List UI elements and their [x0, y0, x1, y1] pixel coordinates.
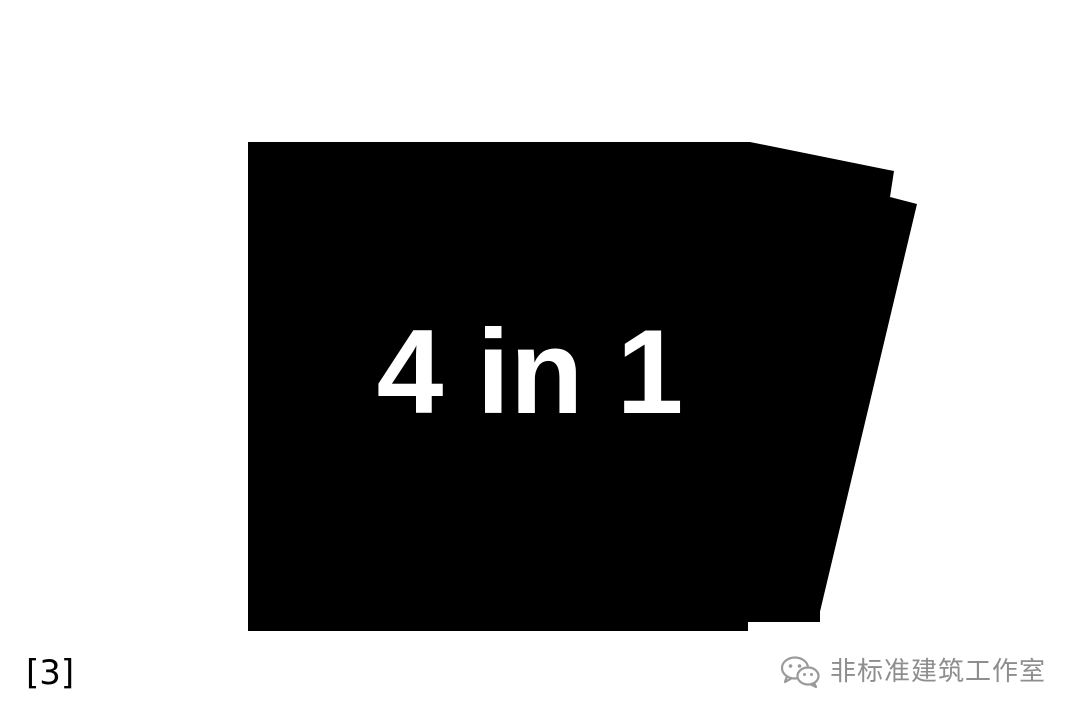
watermark-text: 非标准建筑工作室 [830, 657, 1047, 687]
stacked-sheet-back [724, 142, 917, 620]
reference-footnote: [3] [26, 653, 75, 693]
shape-label: 4 in 1 [377, 305, 684, 439]
stacked-sheet-front [248, 142, 748, 631]
watermark: 非标准建筑工作室 [780, 655, 1046, 689]
wechat-icon [780, 656, 820, 689]
stacked-sheet-middle [720, 560, 820, 622]
